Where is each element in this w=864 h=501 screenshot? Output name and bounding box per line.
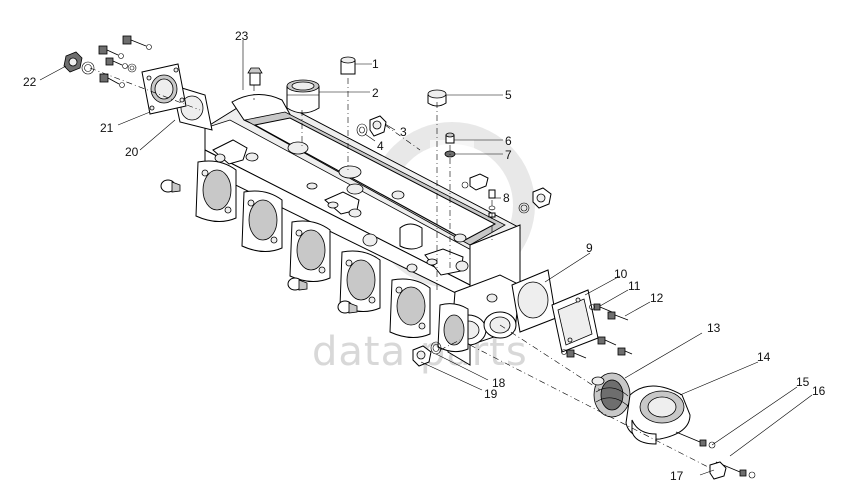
callout-2: 2 bbox=[372, 86, 379, 100]
fitting bbox=[518, 187, 552, 214]
manifold-body bbox=[204, 94, 521, 366]
bolt bbox=[589, 303, 613, 313]
explosion-lines bbox=[89, 67, 711, 469]
part-10-cover-plate bbox=[551, 289, 599, 353]
bolt bbox=[99, 73, 125, 88]
bolt bbox=[561, 349, 587, 359]
fitting bbox=[461, 173, 489, 191]
drain-plugs bbox=[160, 179, 358, 314]
runner-flange bbox=[195, 160, 237, 222]
part-6-plug bbox=[445, 132, 455, 144]
callout-5: 5 bbox=[505, 88, 512, 102]
runner-flange bbox=[437, 303, 469, 353]
callout-23: 23 bbox=[235, 29, 249, 43]
callout-12: 12 bbox=[650, 291, 664, 305]
bolt bbox=[617, 347, 633, 356]
callout-4: 4 bbox=[377, 139, 384, 153]
side-fittings bbox=[461, 173, 552, 214]
plug bbox=[160, 179, 181, 193]
callout-8: 8 bbox=[503, 191, 510, 205]
part-13-thermostat bbox=[591, 372, 631, 418]
callout-6: 6 bbox=[505, 134, 512, 148]
part-21-cover-plate bbox=[141, 63, 187, 115]
part-23-plug bbox=[247, 67, 263, 86]
callout-19: 19 bbox=[484, 387, 498, 401]
bolt bbox=[675, 431, 716, 449]
part-18-19-plug-washer bbox=[412, 341, 442, 367]
callout-22: 22 bbox=[23, 75, 37, 89]
part-3-plug bbox=[369, 115, 387, 137]
callout-20: 20 bbox=[125, 145, 139, 159]
part-4-washer bbox=[356, 123, 368, 137]
callout-11: 11 bbox=[628, 279, 641, 293]
bolt bbox=[105, 57, 128, 69]
runner-flange bbox=[241, 190, 283, 252]
bolt bbox=[98, 45, 124, 59]
callout-16: 16 bbox=[812, 384, 826, 398]
callout-18: 18 bbox=[492, 376, 506, 390]
callout-15: 15 bbox=[796, 375, 810, 389]
callout-17: 17 bbox=[670, 469, 684, 483]
part-5-cap bbox=[427, 89, 447, 107]
runner-flange bbox=[289, 220, 331, 282]
callout-3: 3 bbox=[400, 125, 407, 139]
callout-21: 21 bbox=[100, 121, 114, 135]
part-1-plug bbox=[340, 56, 356, 75]
part-14-housing bbox=[625, 385, 691, 445]
runner-flanges bbox=[195, 160, 469, 353]
runner-flange bbox=[389, 278, 431, 338]
callout-9: 9 bbox=[586, 241, 593, 255]
part-11-12-bolts bbox=[561, 303, 633, 359]
bolt bbox=[607, 311, 629, 321]
callout-13: 13 bbox=[707, 321, 721, 335]
part-22-plug-washer bbox=[63, 51, 95, 75]
callout-1: 1 bbox=[372, 57, 379, 71]
callout-7: 7 bbox=[505, 148, 512, 162]
plug bbox=[337, 300, 358, 314]
callout-14: 14 bbox=[757, 350, 771, 364]
callout-labels: 1 2 3 4 5 6 7 8 9 10 11 12 13 14 15 16 1… bbox=[23, 29, 826, 483]
part-2-sleeve bbox=[286, 79, 320, 114]
leader-lines bbox=[39, 40, 813, 476]
callout-10: 10 bbox=[614, 267, 628, 281]
part-17-plug bbox=[709, 461, 727, 480]
bolt bbox=[122, 35, 152, 50]
washer bbox=[127, 63, 137, 73]
plug bbox=[287, 277, 308, 291]
bolt bbox=[597, 336, 617, 346]
left-end-bolts bbox=[98, 35, 152, 88]
